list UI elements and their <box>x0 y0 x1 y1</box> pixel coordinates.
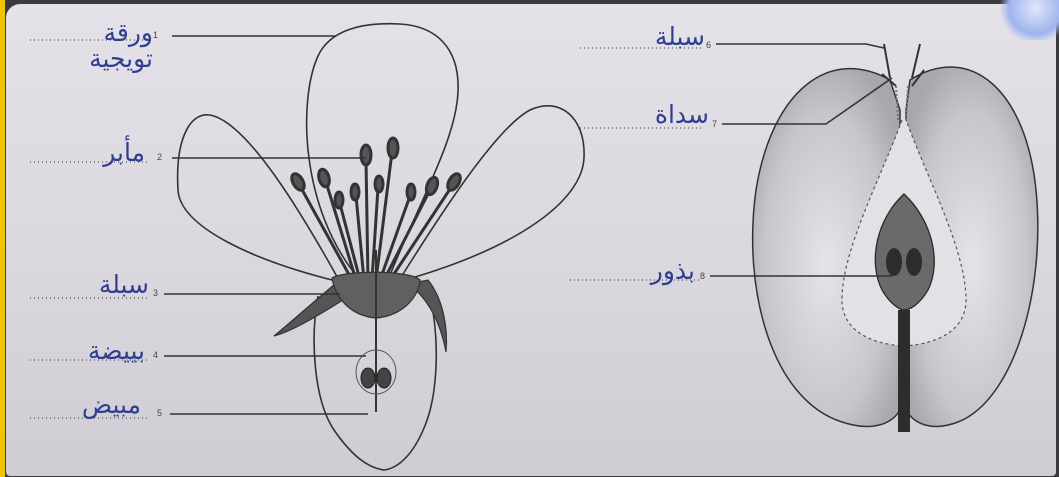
label-number-petal: 1 <box>153 30 158 40</box>
label-number-fruit-sepal: 6 <box>706 40 711 50</box>
label-number-ovary: 5 <box>157 408 162 418</box>
fruit-stalk <box>898 310 910 432</box>
answer-sepal: سبلة <box>99 272 149 297</box>
anther <box>289 172 307 193</box>
stamen-filament <box>376 152 392 280</box>
fruit-illustration <box>753 44 1038 432</box>
answer-ovule: بييضة <box>88 338 145 363</box>
leader-line-fruit-sepal <box>716 44 884 48</box>
label-number-anther: 2 <box>157 152 162 162</box>
ovule-shape <box>377 368 391 388</box>
stamen-filament <box>366 160 368 280</box>
anther <box>445 172 463 193</box>
anther <box>317 168 331 188</box>
answer-petal: ورقة تويجية <box>41 20 153 73</box>
fruit-seed <box>906 248 922 276</box>
label-number-ovule: 4 <box>153 350 158 360</box>
ovule-shape <box>361 368 375 388</box>
answer-anther: مأبر <box>103 140 145 165</box>
anther <box>361 145 371 165</box>
answer-seeds: بذور <box>651 258 695 283</box>
flower-left-petal <box>178 115 340 282</box>
fruit-calyx-tube <box>896 86 908 120</box>
anther <box>424 176 440 196</box>
answer-fruit-stamen: سداة <box>655 102 709 127</box>
answer-fruit-sepal: سبلة <box>655 24 705 49</box>
label-number-fruit-stamen: 7 <box>712 119 717 129</box>
anther <box>351 184 359 200</box>
label-number-sepal: 3 <box>153 288 158 298</box>
stamen-filament <box>390 186 452 280</box>
anther <box>375 176 383 192</box>
label-number-seeds: 8 <box>700 271 705 281</box>
answer-ovary: مبيض <box>82 392 141 417</box>
anther <box>335 192 343 208</box>
anther <box>407 184 415 200</box>
anther <box>388 138 398 158</box>
fruit-seed <box>886 248 902 276</box>
